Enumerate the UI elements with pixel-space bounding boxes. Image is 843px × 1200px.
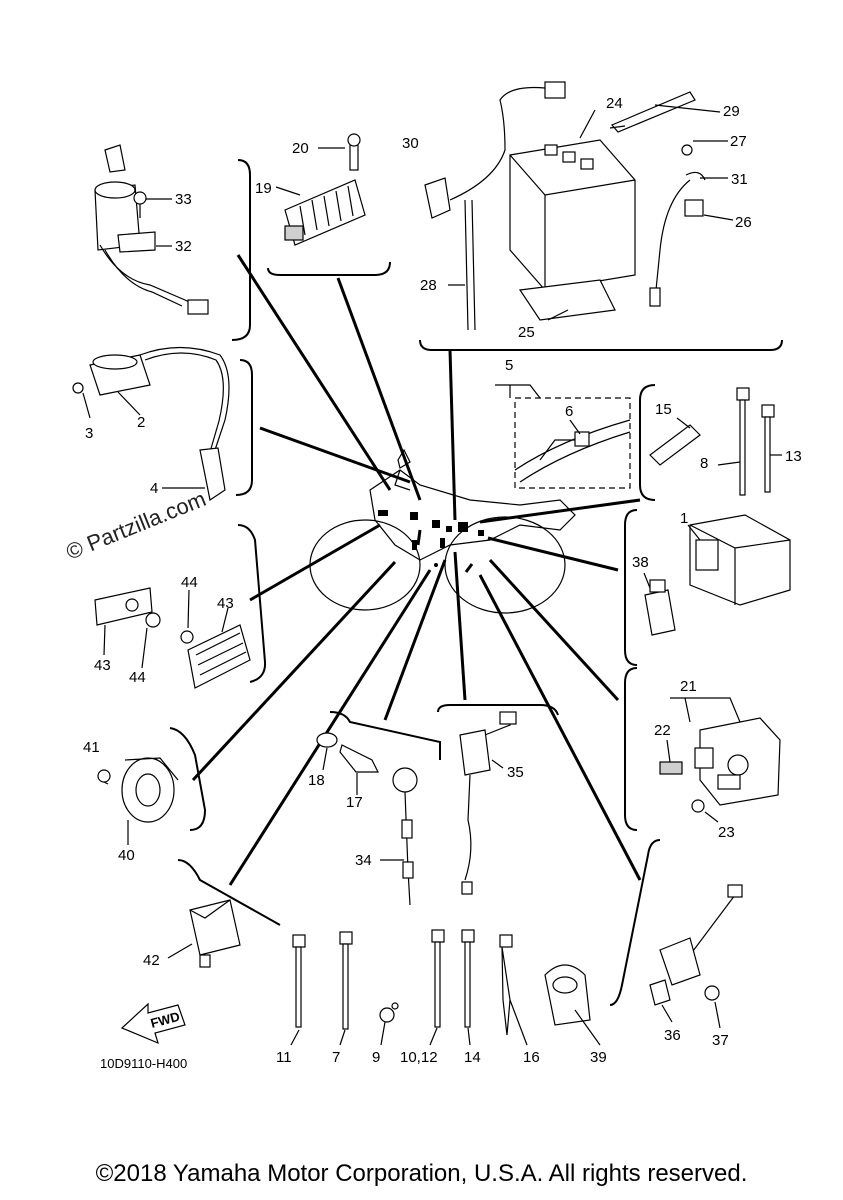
callout-44-bottom: 44 — [129, 669, 146, 686]
callout-39: 39 — [590, 1049, 607, 1066]
ignition-coil-part — [72, 346, 230, 501]
callout-19: 19 — [255, 180, 272, 197]
reflector-lights — [94, 587, 251, 689]
callout-6: 6 — [565, 403, 573, 420]
callout-8: 8 — [700, 455, 708, 472]
callout-35: 35 — [507, 764, 524, 781]
callout-2: 2 — [137, 414, 145, 431]
fwd-label: FWD — [149, 1009, 181, 1031]
callout-44-top: 44 — [181, 574, 198, 591]
callout-31: 31 — [731, 171, 748, 188]
flasher-relay-part — [189, 899, 241, 968]
callout-15: 15 — [655, 401, 672, 418]
callout-30: 30 — [402, 135, 419, 152]
callout-37: 37 — [712, 1032, 729, 1049]
callout-10-12: 10,12 — [400, 1049, 438, 1066]
callout-17: 17 — [346, 794, 363, 811]
callout-16: 16 — [523, 1049, 540, 1066]
callout-labels: 1 2 3 4 5 6 7 8 9 10,12 11 13 14 15 16 1… — [83, 95, 802, 1066]
callout-33: 33 — [175, 191, 192, 208]
tube-and-ties — [649, 387, 775, 496]
callout-34: 34 — [355, 852, 372, 869]
callout-43-right: 43 — [217, 595, 234, 612]
copyright-footer: ©2018 Yamaha Motor Corporation, U.S.A. A… — [95, 1160, 748, 1187]
callout-41: 41 — [83, 739, 100, 756]
drawing-code: 10D9110-H400 — [100, 1056, 187, 1071]
callout-13: 13 — [785, 448, 802, 465]
callout-5: 5 — [505, 357, 513, 374]
sidestand-switch-part — [649, 884, 743, 1006]
bands-and-clamps — [292, 929, 591, 1036]
wire-harness-detail — [514, 397, 631, 489]
motorcycle-frame — [309, 448, 576, 614]
battery-part — [424, 81, 706, 331]
callout-32: 32 — [175, 238, 192, 255]
callout-24: 24 — [606, 95, 623, 112]
callout-28: 28 — [420, 277, 437, 294]
callout-22: 22 — [654, 722, 671, 739]
callout-42: 42 — [143, 952, 160, 969]
horn-part — [97, 757, 179, 823]
callout-36: 36 — [664, 1027, 681, 1044]
neutral-switch-part — [316, 732, 418, 906]
forward-arrow-icon: FWD — [120, 1002, 186, 1045]
callout-40: 40 — [118, 847, 135, 864]
callout-26: 26 — [735, 214, 752, 231]
callout-11: 11 — [276, 1049, 292, 1066]
callout-20: 20 — [292, 140, 309, 157]
callout-29: 29 — [723, 103, 740, 120]
sensor-switch-part — [459, 711, 517, 895]
callout-3: 3 — [85, 425, 93, 442]
starter-relay-part — [659, 717, 781, 813]
parts-diagram: © Partzilla.com — [63, 81, 802, 1071]
callout-38: 38 — [632, 554, 649, 571]
callout-27: 27 — [730, 133, 747, 150]
callout-43-left: 43 — [94, 657, 111, 674]
callout-7: 7 — [332, 1049, 340, 1066]
leader-lines — [191, 254, 642, 886]
callout-25: 25 — [518, 324, 535, 341]
callout-18: 18 — [308, 772, 325, 789]
rectifier-regulator-part — [284, 133, 366, 246]
callout-23: 23 — [718, 824, 735, 841]
callout-21: 21 — [680, 678, 697, 695]
group-brackets — [169, 159, 783, 1006]
watermark: © Partzilla.com — [63, 486, 210, 565]
callout-4: 4 — [150, 480, 158, 497]
main-switch-part — [94, 144, 209, 315]
ecu-part — [644, 514, 791, 636]
callout-14: 14 — [464, 1049, 481, 1066]
callout-1: 1 — [680, 510, 688, 527]
callout-9: 9 — [372, 1049, 380, 1066]
